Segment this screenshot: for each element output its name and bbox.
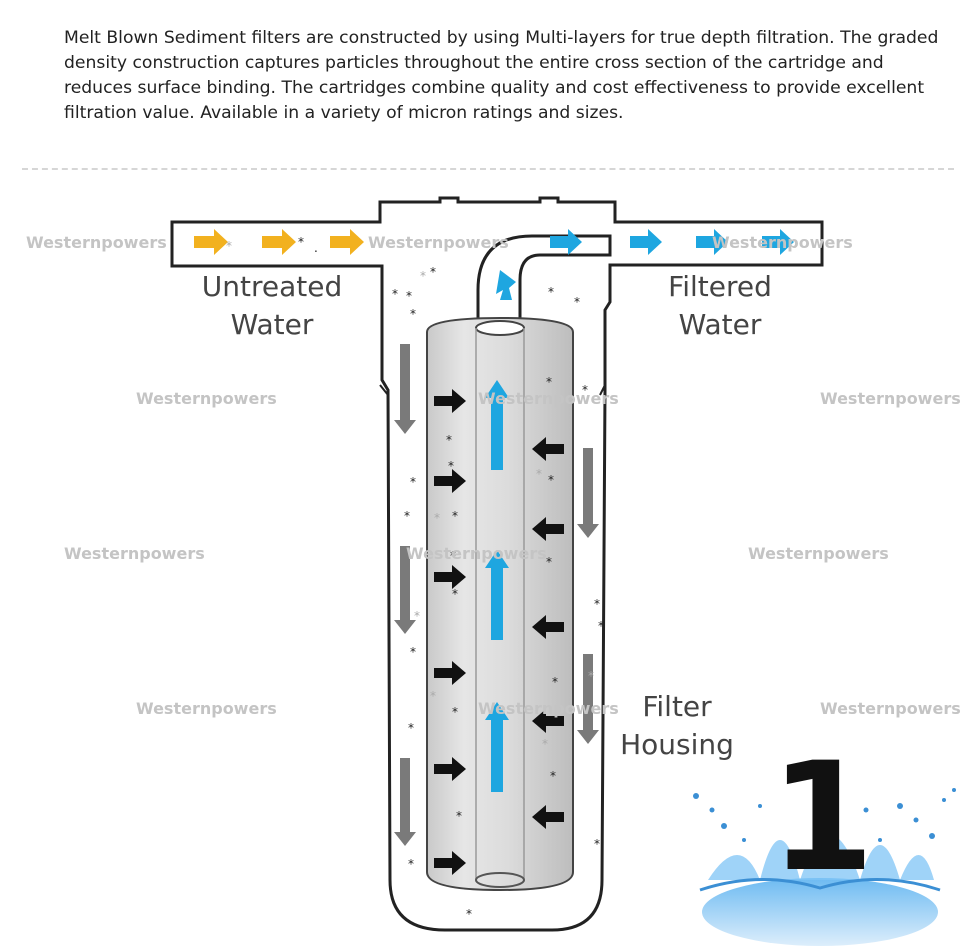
svg-text:*: *: [410, 307, 416, 321]
svg-text:*: *: [408, 857, 414, 871]
svg-text:*: *: [448, 459, 454, 473]
svg-text:*: *: [574, 295, 580, 309]
svg-text:*: *: [542, 737, 548, 751]
untreated-water-label: Untreated Water: [192, 268, 352, 344]
untreated-label-line2: Water: [230, 308, 314, 341]
svg-text:*: *: [546, 555, 552, 569]
watermark: Westernpowers: [478, 389, 619, 408]
svg-text:*: *: [552, 675, 558, 689]
svg-text:*: *: [582, 383, 588, 397]
number-badge: 1: [770, 731, 875, 905]
watermark: Westernpowers: [136, 389, 277, 408]
downflow-arrows: [394, 344, 599, 846]
watermark: Westernpowers: [64, 544, 205, 563]
filtered-label-line2: Water: [678, 308, 762, 341]
watermark: Westernpowers: [406, 544, 547, 563]
watermark: Westernpowers: [368, 233, 509, 252]
svg-text:*: *: [420, 269, 426, 283]
svg-text:*: *: [598, 619, 604, 633]
svg-text:*: *: [548, 473, 554, 487]
svg-text:*: *: [430, 689, 436, 703]
svg-text:*: *: [392, 287, 398, 301]
svg-text:*: *: [404, 509, 410, 523]
filtered-water-label: Filtered Water: [650, 268, 790, 344]
sediment-particles: *. * * * * * * * * * * * * * * * * * * * * * * * * * * * *: [298, 235, 604, 921]
svg-text:*: *: [410, 645, 416, 659]
svg-text:.: .: [314, 241, 318, 255]
watermark: Westernpowers: [478, 699, 619, 718]
svg-text:*: *: [550, 769, 556, 783]
svg-text:*: *: [456, 809, 462, 823]
svg-text:*: *: [446, 433, 452, 447]
svg-text:*: *: [414, 609, 420, 623]
inflow-arrows-right: [532, 437, 564, 829]
filter-housing-label: Filter Housing: [612, 688, 742, 764]
watermark: Westernpowers: [820, 389, 960, 408]
svg-text:*: *: [434, 511, 440, 525]
svg-text:*: *: [410, 475, 416, 489]
inflow-arrows-left: [434, 389, 466, 875]
watermark: Westernpowers: [712, 233, 853, 252]
inlet-arrows: [194, 229, 364, 255]
watermark: Westernpowers: [26, 233, 167, 252]
housing-label-line1: Filter: [642, 690, 712, 723]
dashed-divider: [22, 168, 954, 170]
cartridge-bottom-opening: [475, 872, 525, 888]
svg-text:*: *: [298, 235, 304, 249]
svg-text:*: *: [408, 721, 414, 735]
svg-text:*: *: [466, 907, 472, 921]
housing-label-line2: Housing: [620, 728, 734, 761]
cartridge-top-opening: [475, 320, 525, 336]
svg-text:*: *: [594, 597, 600, 611]
watermark: Westernpowers: [820, 699, 960, 718]
water-splash-logo: [693, 788, 956, 946]
description-text: Melt Blown Sediment filters are construc…: [64, 28, 939, 123]
svg-text:*: *: [548, 285, 554, 299]
filtered-water-arrows: [485, 229, 794, 792]
filtered-label-line1: Filtered: [668, 270, 772, 303]
watermark: Westernpowers: [136, 699, 277, 718]
svg-text:*: *: [588, 669, 594, 683]
svg-text:*: *: [594, 837, 600, 851]
svg-text:*: *: [452, 705, 458, 719]
untreated-label-line1: Untreated: [201, 270, 343, 303]
svg-text:*: *: [536, 467, 542, 481]
svg-text:*: *: [450, 549, 456, 563]
svg-text:*: *: [452, 587, 458, 601]
svg-text:*: *: [406, 289, 412, 303]
svg-text:*: *: [452, 509, 458, 523]
svg-text:*: *: [430, 265, 436, 279]
svg-text:*: *: [226, 239, 232, 253]
watermark: Westernpowers: [748, 544, 889, 563]
svg-text:*: *: [546, 375, 552, 389]
